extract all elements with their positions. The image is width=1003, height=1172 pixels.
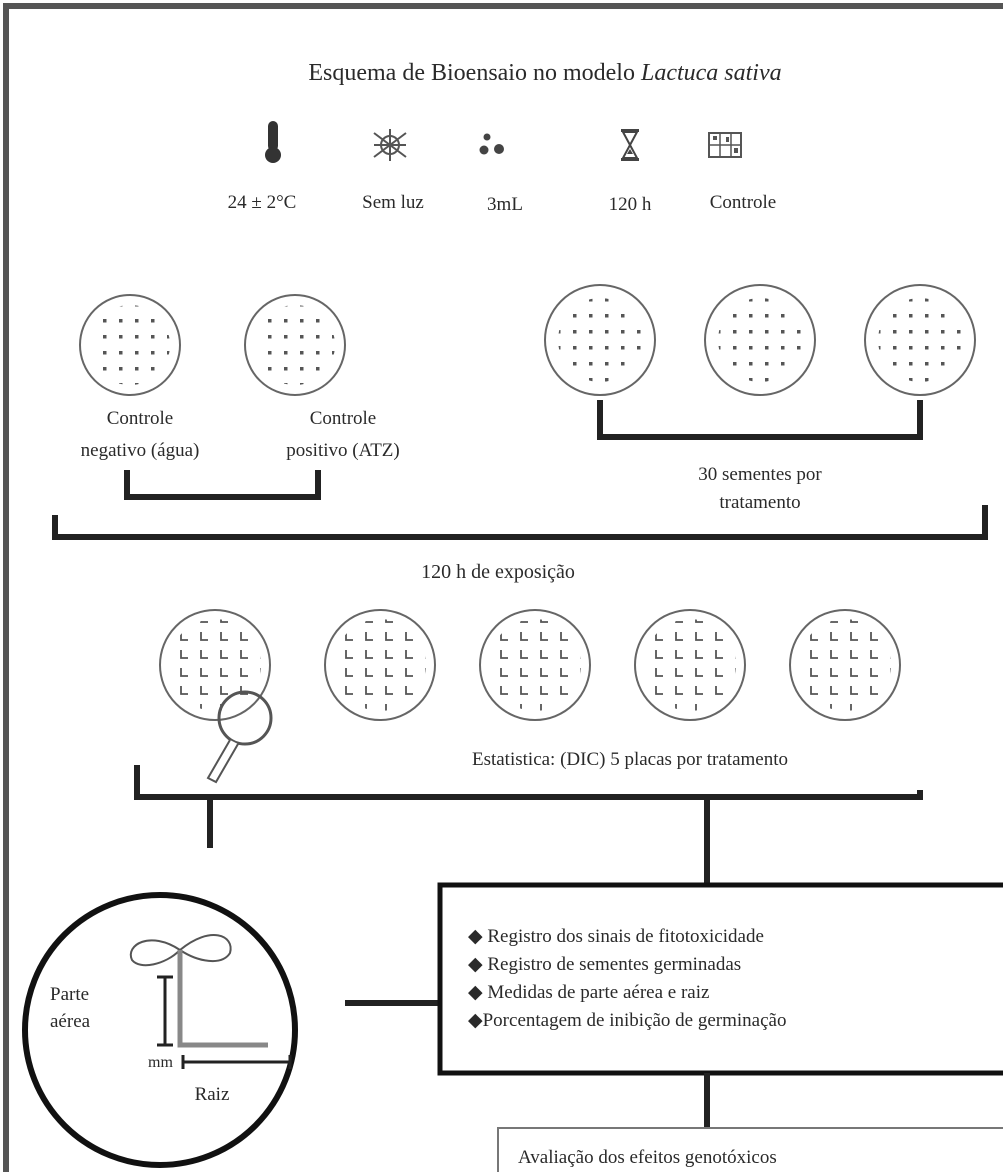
plate-treatment-2 (704, 284, 816, 396)
genotoxic-label: Avaliação dos efeitos genotóxicos (518, 1147, 777, 1168)
drops-icon (479, 133, 504, 155)
assessment-item-4: ◆Porcentagem de inibição de germinação (468, 1010, 786, 1031)
condition-label-temperature: 24 ± 2°C (228, 192, 297, 213)
sprouted-plate-3 (479, 609, 591, 721)
positive-control-label-2: positivo (ATZ) (286, 440, 399, 461)
treatments-bracket (597, 400, 923, 440)
genotoxic-box (497, 1127, 1003, 1172)
control-grid-icon (708, 132, 742, 158)
magnifier-icon (206, 690, 273, 784)
negative-control-label-2: negativo (água) (81, 440, 200, 461)
seedling-illustration (22, 892, 298, 1168)
statistics-label: Estatistica: (DIC) 5 placas por tratamen… (472, 749, 788, 770)
condition-label-volume: 3mL (487, 194, 523, 215)
plate-negative-control (79, 294, 181, 396)
plate-treatment-3 (864, 284, 976, 396)
diagram-title: Esquema de Bioensaio no modelo Lactuca s… (308, 60, 781, 86)
treatments-label-1: 30 sementes por (698, 464, 822, 485)
condition-label-duration: 120 h (609, 194, 652, 215)
assessment-item-3: ◆ Medidas de parte aérea e raiz (468, 982, 709, 1003)
no-light-icon (373, 129, 407, 161)
treatments-label-2: tratamento (719, 492, 800, 513)
root-label: Raiz (195, 1084, 230, 1105)
assessments-box (437, 882, 1003, 1076)
sprouted-plate-1 (159, 609, 271, 721)
shoot-label-2: aérea (50, 1011, 91, 1032)
controls-bracket (124, 470, 321, 500)
results-bracket (134, 765, 923, 800)
thermometer-icon (265, 121, 281, 163)
hourglass-icon (621, 129, 639, 161)
positive-control-label-1: Controle (310, 408, 377, 429)
sprouted-plate-5 (789, 609, 901, 721)
plate-treatment-1 (544, 284, 656, 396)
unit-label: mm (148, 1054, 173, 1071)
plate-positive-control (244, 294, 346, 396)
sprouted-plate-2 (324, 609, 436, 721)
assessment-item-2: ◆ Registro de sementes germinadas (468, 954, 741, 975)
condition-label-light: Sem luz (362, 192, 424, 213)
sprouted-plate-4 (634, 609, 746, 721)
negative-control-label-1: Controle (107, 408, 174, 429)
condition-label-control: Controle (710, 192, 777, 213)
exposure-label: 120 h de exposição (421, 561, 575, 583)
assessment-item-1: ◆ Registro dos sinais de fitotoxicidade (468, 926, 764, 947)
shoot-label-1: Parte (50, 984, 89, 1005)
main-bracket (52, 505, 988, 540)
